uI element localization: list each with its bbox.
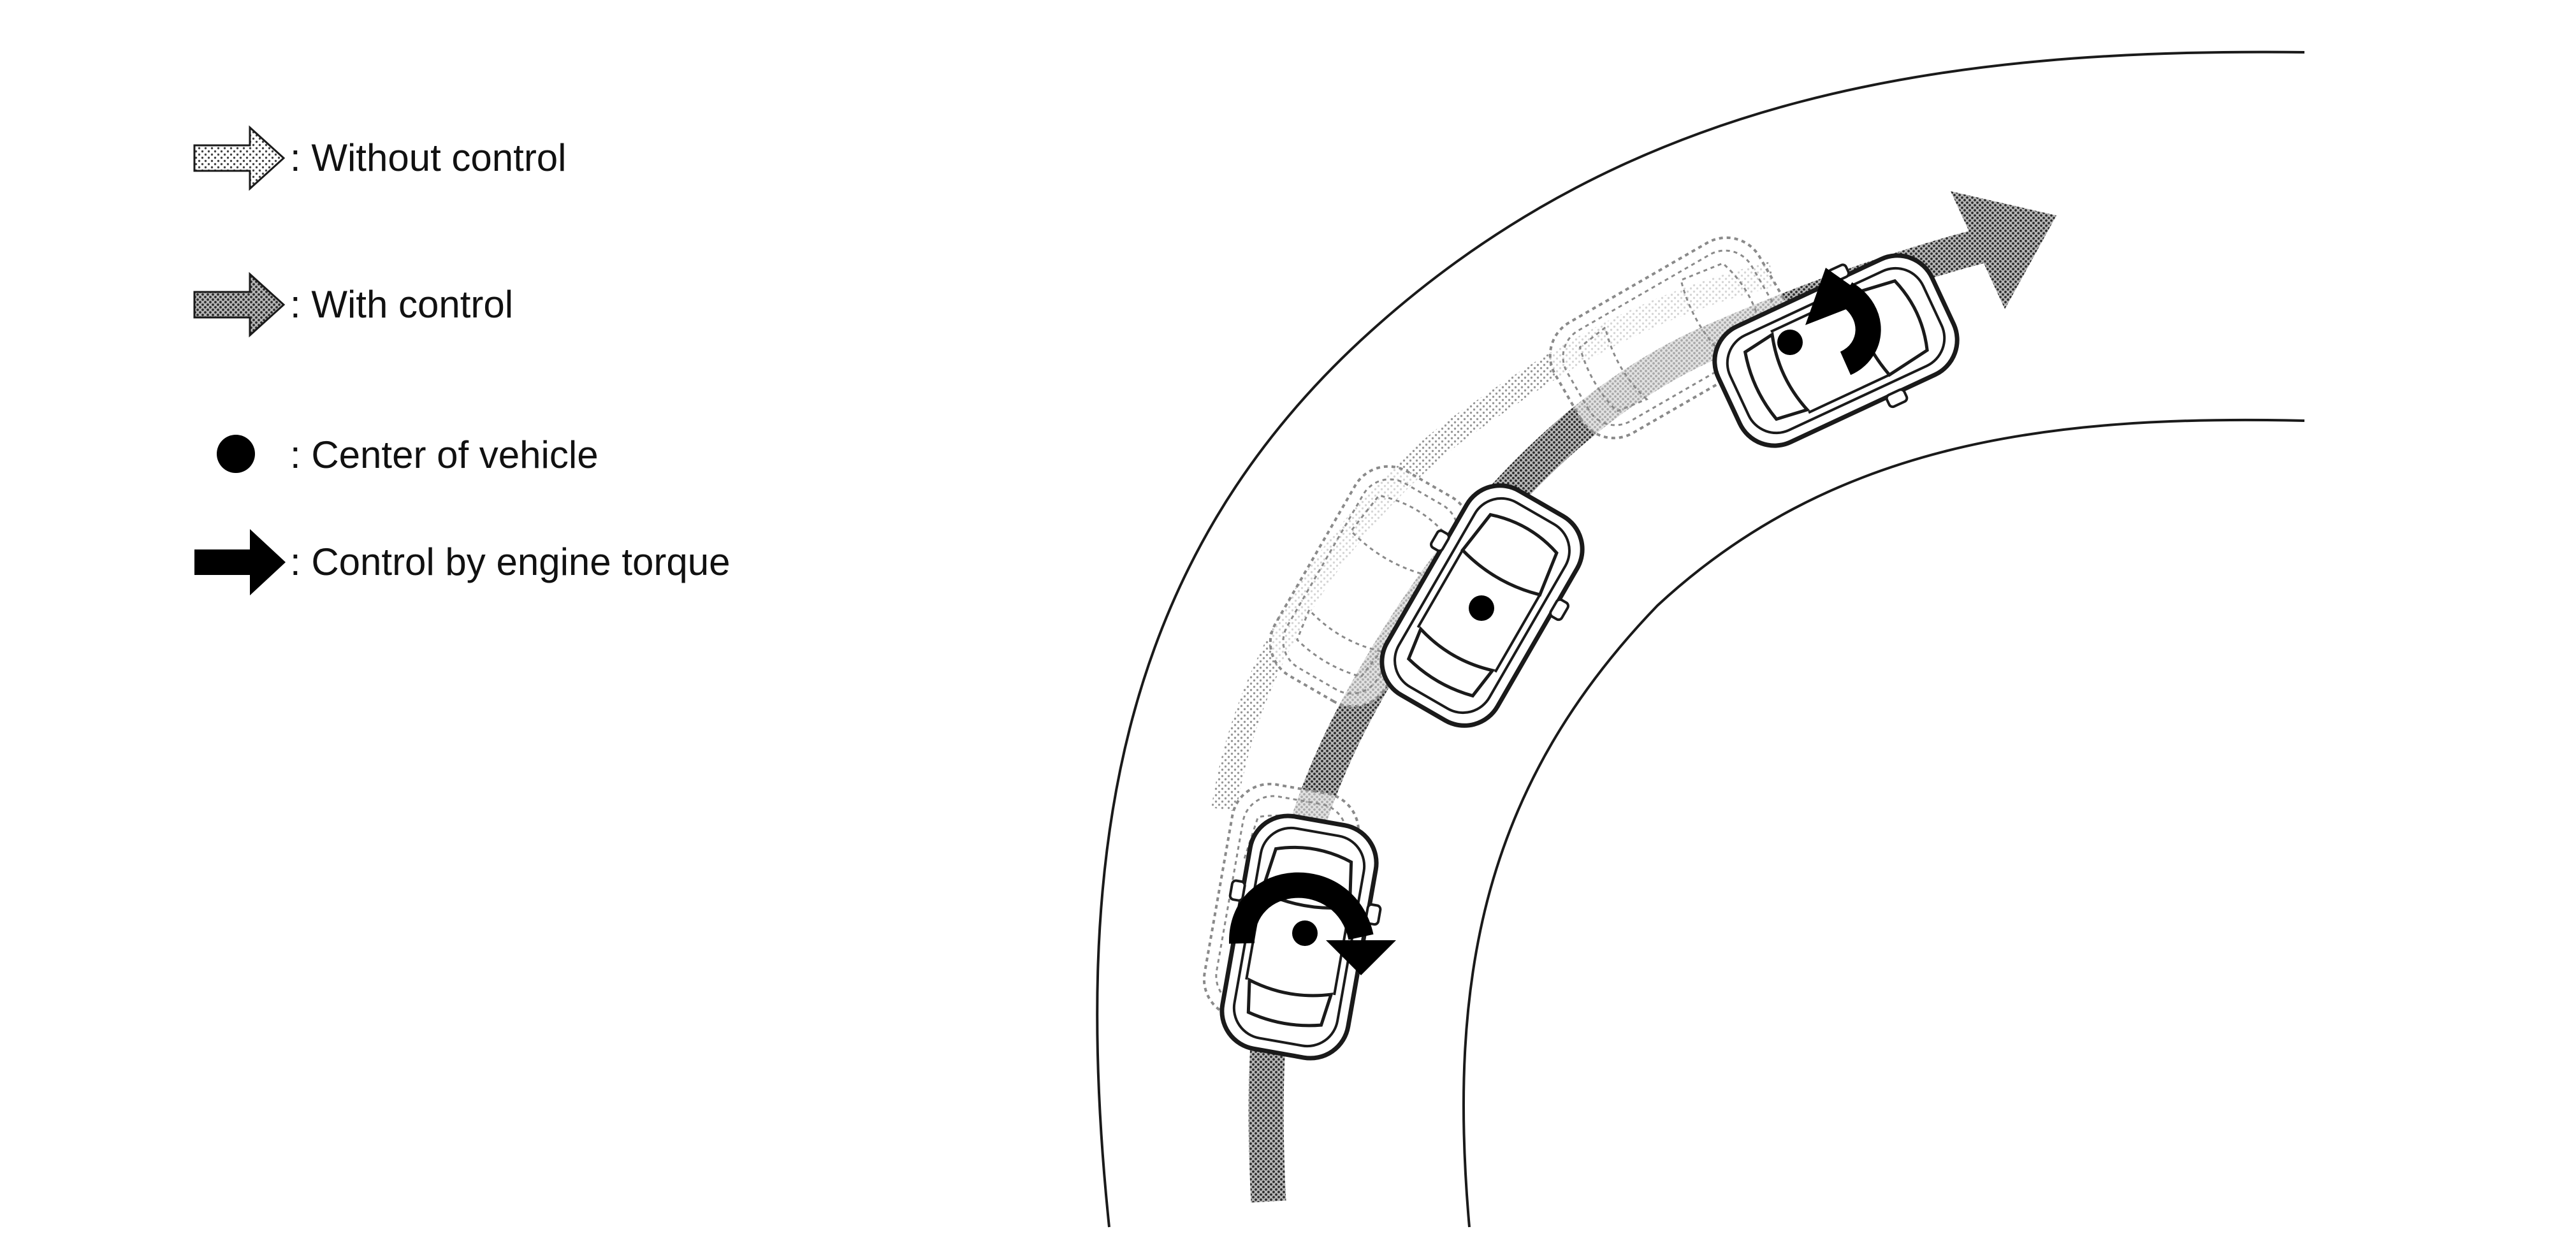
with-control-arrow-head <box>1951 191 2056 309</box>
legend-label-without-control: : Without control <box>290 136 567 179</box>
torque-arrow-lower <box>1228 872 1396 975</box>
center-dot-upper <box>1777 330 1803 355</box>
road-outer-edge <box>1096 50 2305 1228</box>
black-arrow-icon <box>194 529 286 595</box>
dotted-dark-arrow-icon <box>193 272 286 338</box>
torque-arrow-upper <box>1805 268 1881 375</box>
legend: : Without control : With control : Cente… <box>193 125 730 595</box>
legend-item-center-of-vehicle: : Center of vehicle <box>217 433 599 476</box>
legend-label-with-control: : With control <box>290 283 513 326</box>
dotted-light-arrow-icon <box>193 125 286 191</box>
legend-item-with-control: : With control <box>193 272 513 338</box>
legend-item-engine-torque: : Control by engine torque <box>194 529 730 595</box>
center-dot-middle <box>1469 595 1494 621</box>
legend-label-center-of-vehicle: : Center of vehicle <box>290 433 599 476</box>
center-dot-lower <box>1292 920 1318 946</box>
black-dot-icon <box>217 435 255 473</box>
road-inner-edge <box>1462 418 2305 1228</box>
legend-label-engine-torque: : Control by engine torque <box>290 541 730 583</box>
legend-item-without-control: : Without control <box>193 125 567 191</box>
